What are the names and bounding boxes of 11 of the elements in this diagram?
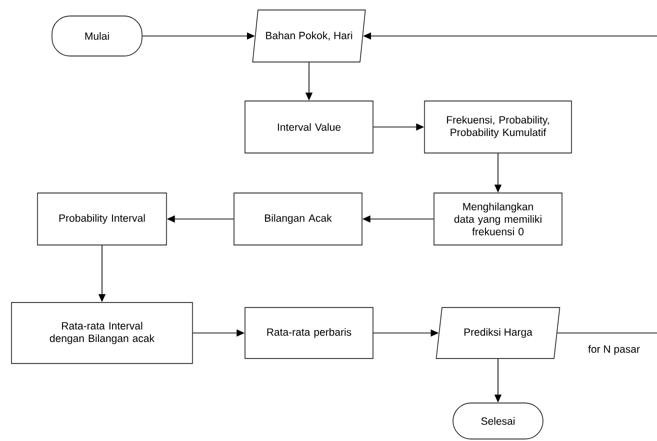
- connector-line: [556, 332, 657, 334]
- process-box: Frekuensi, Probability, Probability Kumulatif: [424, 100, 572, 154]
- data-parallelogram: Prediksi Harga: [436, 307, 560, 359]
- process-box: Rata-rata perbaris: [244, 307, 374, 359]
- process-box: Probability Interval: [37, 192, 167, 246]
- process-box: Bilangan Acak: [234, 192, 362, 246]
- process-box: Menghilangkan data yang memiliki frekuensi 0: [434, 192, 562, 246]
- process-box: Interval Value: [244, 100, 374, 154]
- process-box: Rata-rata Interval dengan Bilangan acak: [11, 302, 193, 364]
- data-parallelogram: Bahan Pokok, Hari: [252, 10, 366, 62]
- edge-label: for N pasar: [587, 344, 641, 356]
